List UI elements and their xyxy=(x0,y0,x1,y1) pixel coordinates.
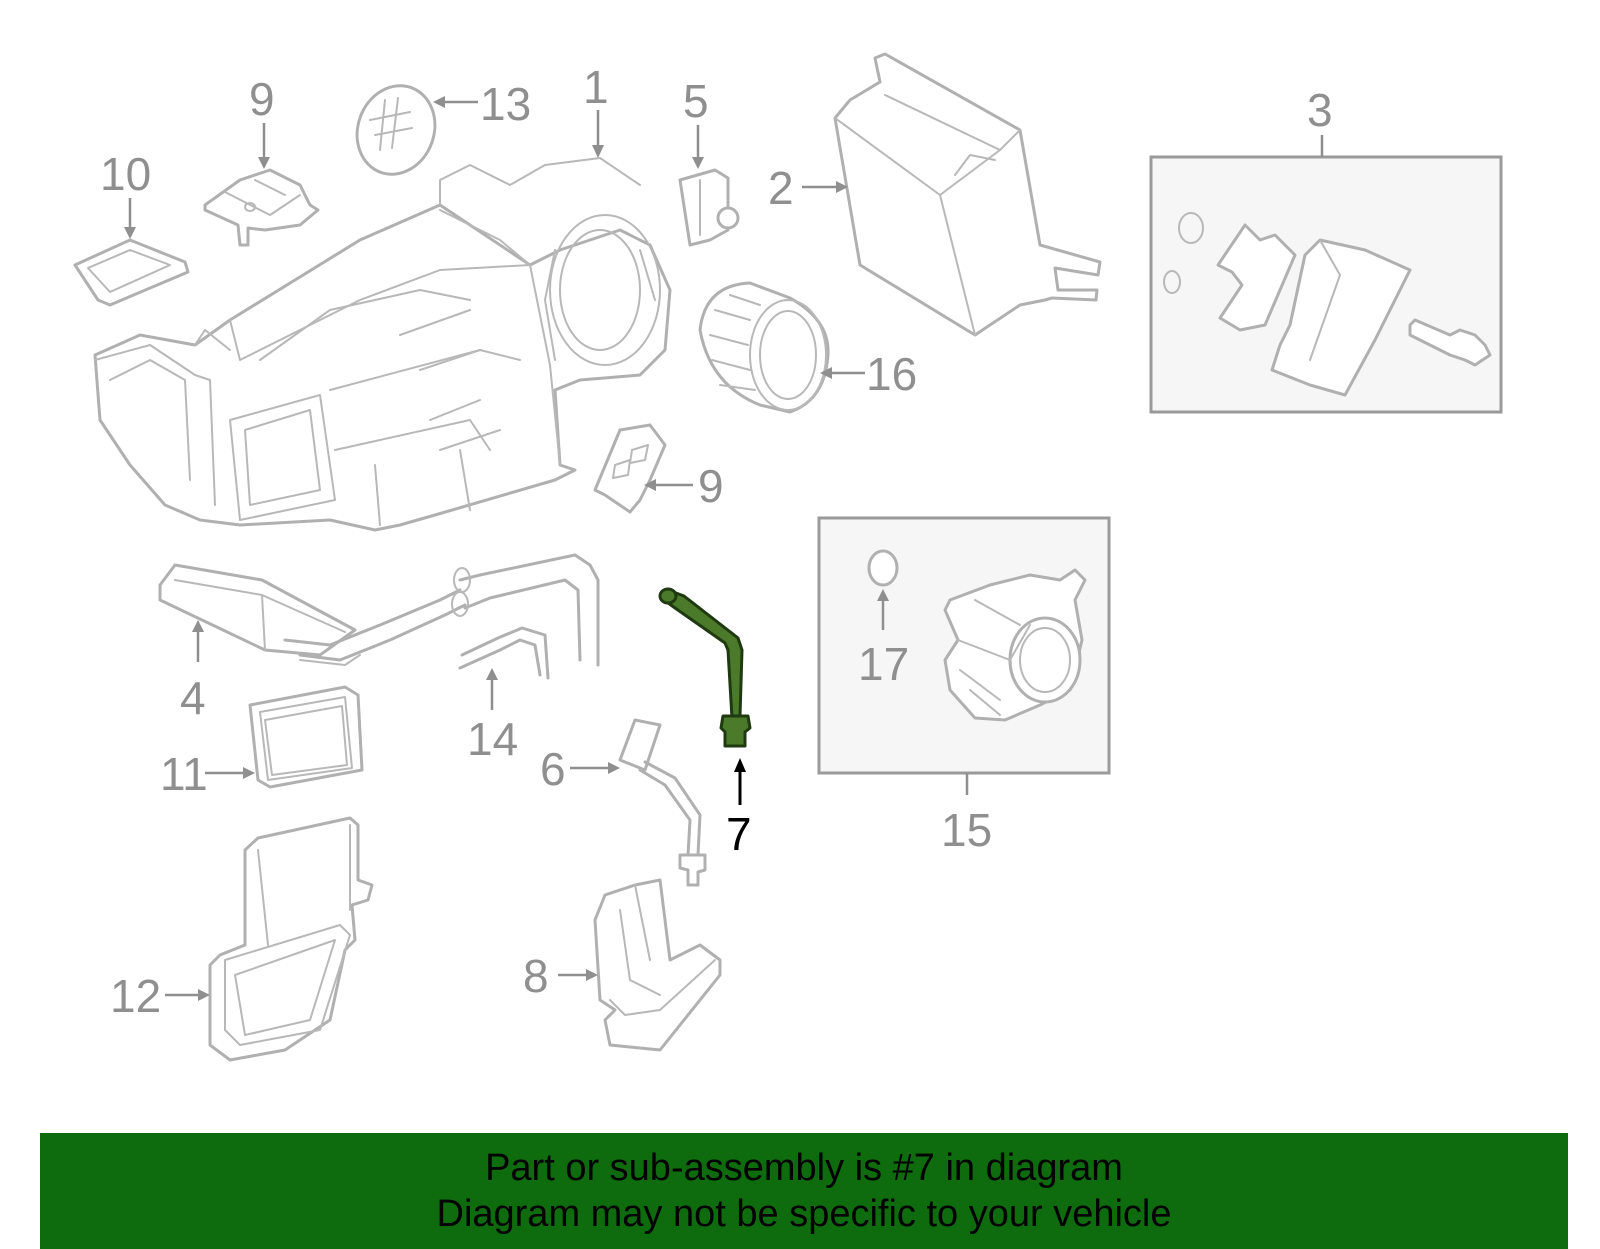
callout-1: 1 xyxy=(583,61,609,113)
part-8-duct[interactable] xyxy=(593,878,722,1052)
part-16-blower-wheel[interactable] xyxy=(698,281,830,414)
callout-12: 12 xyxy=(110,970,161,1022)
banner-line-2: Diagram may not be specific to your vehi… xyxy=(436,1193,1172,1235)
part-7-drain-tube[interactable] xyxy=(658,587,752,748)
callout-14: 14 xyxy=(467,713,518,765)
callout-4: 4 xyxy=(180,672,206,724)
part-6-sensor[interactable] xyxy=(618,718,707,887)
callout-10: 10 xyxy=(100,148,151,200)
part-14-hose[interactable] xyxy=(458,626,550,680)
callout-16: 16 xyxy=(866,348,917,400)
callout-13: 13 xyxy=(480,78,531,130)
callout-17: 17 xyxy=(858,638,909,690)
callout-5: 5 xyxy=(683,75,709,127)
part-5-actuator[interactable] xyxy=(678,168,740,247)
callout-3: 3 xyxy=(1307,84,1333,136)
part-15-blower-box[interactable] xyxy=(817,516,1111,775)
part-9-lower-bracket[interactable] xyxy=(593,423,667,514)
part-3-kit-box[interactable] xyxy=(1149,155,1503,414)
callout-9-upper: 9 xyxy=(249,73,275,125)
part-11-filter[interactable] xyxy=(248,685,364,789)
callout-2: 2 xyxy=(768,162,794,214)
part-4-heater-core[interactable] xyxy=(158,553,600,667)
callout-7: 7 xyxy=(726,808,752,860)
part-2-evaporator[interactable] xyxy=(833,52,1102,337)
part-1-hvac-housing[interactable] xyxy=(93,157,672,532)
callout-15: 15 xyxy=(941,804,992,856)
part-13-seal[interactable] xyxy=(345,75,447,186)
callout-11: 11 xyxy=(160,748,208,800)
info-banner: Part or sub-assembly is #7 in diagram Di… xyxy=(40,1133,1568,1249)
callout-8: 8 xyxy=(523,950,549,1002)
part-9-upper-bracket[interactable] xyxy=(203,168,320,247)
part-12-duct[interactable] xyxy=(208,816,374,1062)
callout-9-lower: 9 xyxy=(698,460,724,512)
part-17-o-ring[interactable] xyxy=(867,549,899,587)
part-10-filter[interactable] xyxy=(73,238,190,307)
banner-line-1: Part or sub-assembly is #7 in diagram xyxy=(485,1147,1123,1189)
callout-6: 6 xyxy=(540,743,566,795)
